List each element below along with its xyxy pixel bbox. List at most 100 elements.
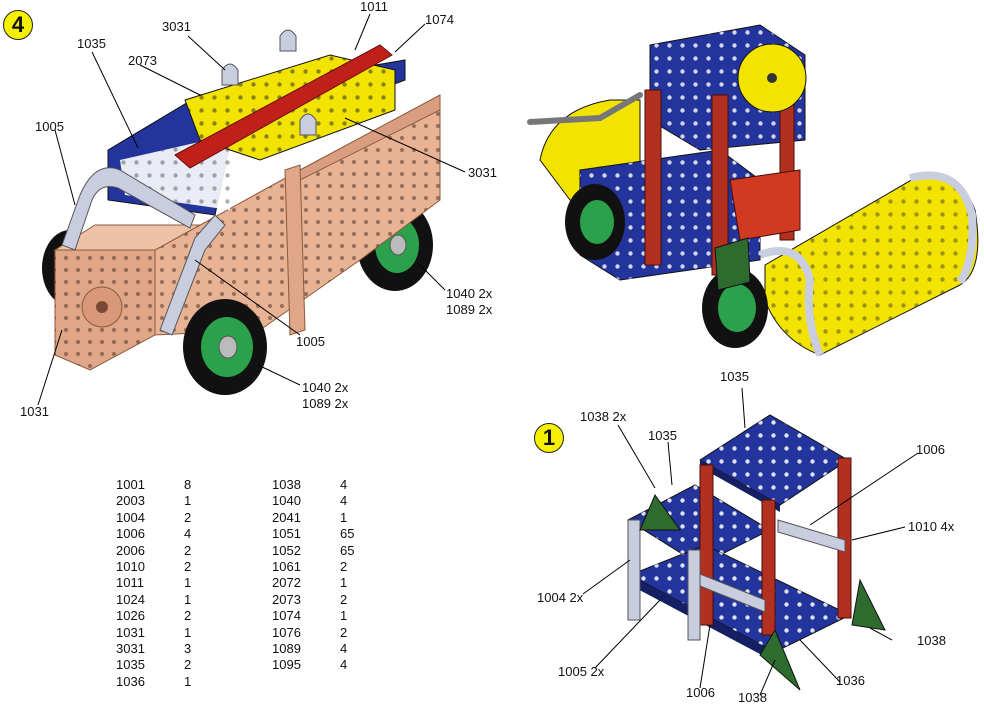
callout-1011: 1011 — [360, 0, 388, 14]
part-number: 2073 — [272, 591, 301, 607]
part-quantity: 2 — [340, 591, 348, 607]
part-number: 1036 — [116, 673, 145, 689]
part-quantity: 8 — [184, 477, 192, 492]
front-arch-right — [159, 214, 226, 336]
part-number: 1038 — [272, 477, 301, 492]
callout-1006-right: 1006 — [916, 442, 945, 457]
part-number: 1006 — [116, 526, 145, 542]
part-quantity: 2 — [184, 559, 192, 575]
callout-1040-right: 1040 2x — [446, 286, 493, 301]
part-quantity: 1 — [184, 591, 192, 607]
red-upright-2 — [761, 499, 776, 636]
callout-1038-bottom: 1038 — [738, 690, 767, 705]
parts-list-row: 1095 4 — [272, 657, 370, 673]
parts-list-row: 2041 1 — [272, 510, 370, 526]
part-number: 1089 — [272, 641, 301, 657]
callout-1036: 1036 — [836, 673, 865, 688]
callout-1006-bottom: 1006 — [686, 685, 715, 700]
callout-1010-4x: 1010 4x — [908, 519, 955, 534]
part-quantity: 2 — [184, 657, 192, 673]
parts-list-row: 1006 4 — [116, 526, 214, 542]
callout-3031-top: 3031 — [162, 19, 191, 34]
part-number: 1052 — [272, 542, 301, 558]
leader-lines-step4 — [37, 13, 466, 406]
leader-lines-step1 — [582, 387, 919, 696]
callout-1035-left: 1035 — [648, 428, 677, 443]
parts-list-row: 1035 2 — [116, 657, 214, 673]
part-quantity: 4 — [340, 477, 348, 492]
part-quantity: 4 — [340, 493, 348, 509]
part-number: 1026 — [116, 608, 145, 624]
part-number: 2072 — [272, 575, 301, 591]
green-gusset-left — [639, 493, 681, 531]
parts-list-row: 3031 3 — [116, 641, 214, 657]
callout-3031-right: 3031 — [468, 165, 497, 180]
front-arch-left — [61, 167, 196, 251]
part-number: 1001 — [116, 477, 145, 492]
callout-1004-2x: 1004 2x — [537, 590, 584, 605]
part-number: 2041 — [272, 509, 301, 525]
green-gusset-right — [851, 578, 886, 631]
callout-1035-top: 1035 — [720, 369, 749, 384]
parts-list-row: 1010 2 — [116, 559, 214, 575]
red-roof-strip — [174, 44, 393, 169]
part-number: 1076 — [272, 624, 301, 640]
part-quantity: 3 — [184, 641, 192, 657]
silver-upright-mid — [687, 549, 701, 641]
parts-list-row: 1089 4 — [272, 641, 370, 657]
part-quantity: 2 — [340, 624, 348, 640]
part-quantity: 4 — [340, 641, 348, 657]
part-number: 1095 — [272, 657, 301, 673]
parts-list-row: 1074 1 — [272, 608, 370, 624]
part-quantity: 1 — [184, 493, 192, 509]
parts-list-row: 1052 65 — [272, 543, 370, 559]
part-quantity: 1 — [340, 575, 348, 591]
callout-1040-front: 1040 2x — [302, 380, 349, 395]
part-quantity: 1 — [184, 673, 192, 689]
part-number: 3031 — [116, 641, 145, 657]
green-gusset-bottom — [759, 628, 801, 691]
callout-1074: 1074 — [425, 12, 454, 27]
callout-1089-right: 1089 2x — [446, 302, 493, 317]
part-quantity: 4 — [184, 526, 192, 542]
part-quantity: 2 — [184, 509, 192, 525]
part-number: 1074 — [272, 608, 301, 624]
part-number: 1035 — [116, 657, 145, 673]
part-number: 1004 — [116, 509, 145, 525]
callout-1005-2x: 1005 2x — [558, 664, 605, 679]
part-quantity: 1 — [340, 608, 348, 624]
part-quantity: 65 — [340, 542, 355, 558]
part-number: 1031 — [116, 624, 145, 640]
part-quantity: 1 — [340, 509, 348, 525]
step-4-marker: 4 — [3, 10, 33, 40]
part-number: 1051 — [272, 526, 301, 542]
part-quantity: 1 — [184, 575, 192, 591]
part-number: 1024 — [116, 591, 145, 607]
callout-1005-mid: 1005 — [296, 334, 325, 349]
parts-list-row: 1036 1 — [116, 674, 214, 690]
parts-list-row: 2073 2 — [272, 592, 370, 608]
callout-1031: 1031 — [20, 404, 49, 419]
part-quantity: 4 — [340, 657, 348, 673]
silver-upright-left — [627, 519, 641, 621]
callout-1005-left: 1005 — [35, 119, 64, 134]
callout-1038-2x: 1038 2x — [580, 409, 627, 424]
callout-1038-right: 1038 — [917, 633, 946, 648]
callout-2073: 2073 — [128, 53, 157, 68]
part-number: 1010 — [116, 559, 145, 575]
part-number: 2003 — [116, 493, 145, 509]
vehicle-model-step4 — [42, 29, 441, 395]
parts-list-row: 2072 1 — [272, 575, 370, 591]
parts-list-row: 1004 2 — [116, 510, 214, 526]
parts-list-row: 1038 4 — [272, 477, 370, 493]
